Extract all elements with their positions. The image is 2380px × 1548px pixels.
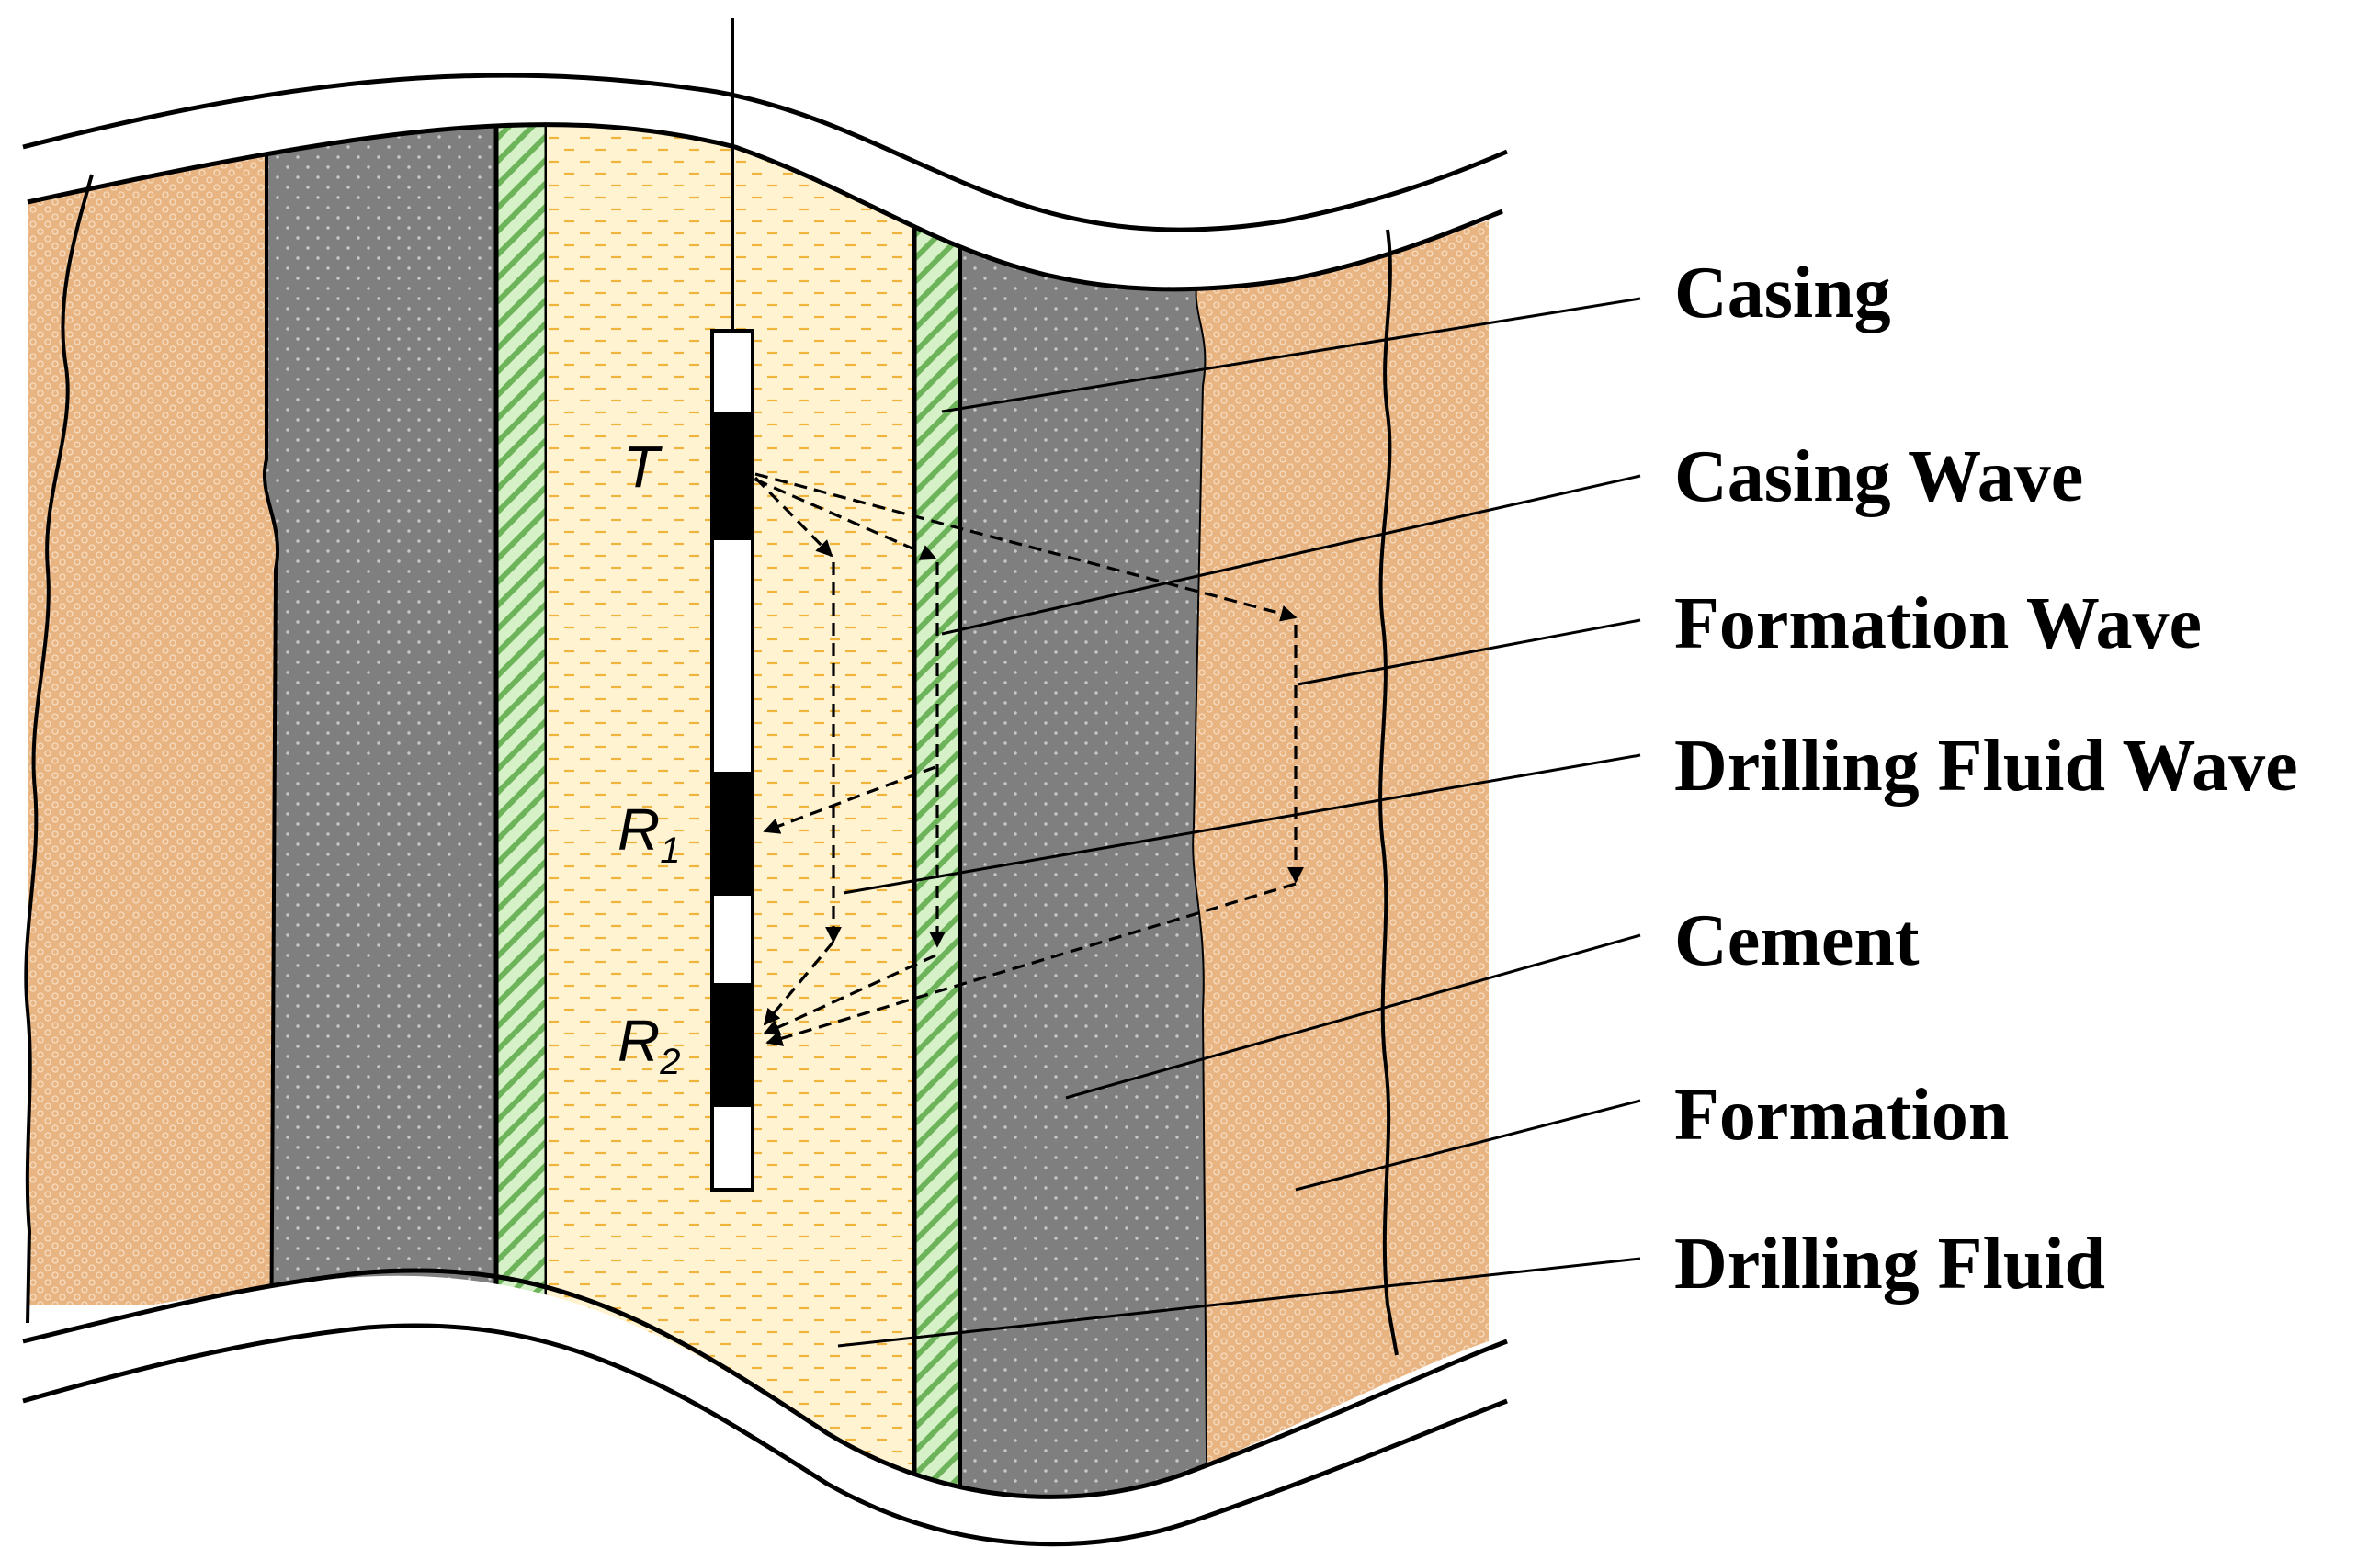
receiver1-letter: R bbox=[618, 797, 660, 863]
drilling-fluid-label: Drilling Fluid bbox=[1674, 1224, 2105, 1305]
formation-wave-return bbox=[765, 882, 1297, 1046]
casing-leader bbox=[941, 297, 1641, 413]
receiver2-letter: R bbox=[618, 1008, 660, 1074]
leader-lines bbox=[837, 297, 1641, 1348]
wave-paths bbox=[754, 472, 1304, 1046]
casing-label: Casing bbox=[1674, 253, 1891, 333]
receiver1-subscript: 1 bbox=[660, 830, 680, 871]
formation-wave-label: Formation Wave bbox=[1674, 583, 2202, 664]
transmitter-element bbox=[712, 412, 753, 540]
drilling-fluid-wave-leader bbox=[843, 753, 1641, 895]
borehole-interior bbox=[28, 124, 1489, 1497]
cement-leader bbox=[1065, 933, 1641, 1100]
drilling-fluid-wave-path bbox=[754, 476, 833, 558]
bottom-boundary bbox=[22, 1268, 1508, 1547]
receiver2-subscript: 2 bbox=[659, 1042, 680, 1082]
formation-wave-leader bbox=[1297, 618, 1641, 686]
receiver2-element bbox=[712, 983, 753, 1107]
drilling-fluid-wave-return bbox=[763, 940, 835, 1026]
formation-wave-path bbox=[754, 472, 1298, 622]
drilling-fluid-wave-label: Drilling Fluid Wave bbox=[1674, 726, 2298, 807]
transmitter-label: T bbox=[623, 434, 663, 500]
left-formation-layer bbox=[28, 124, 278, 1305]
logging-tool: T R1 R2 bbox=[618, 18, 754, 1192]
casing-wave-return-r2 bbox=[763, 954, 936, 1035]
left-casing-layer bbox=[493, 124, 550, 1473]
receiver2-label: R2 bbox=[618, 1008, 680, 1082]
left-cement-layer bbox=[262, 124, 498, 1380]
right-cement-layer bbox=[958, 124, 1211, 1497]
formation-label: Formation bbox=[1674, 1075, 2009, 1156]
right-formation-layer bbox=[1194, 124, 1489, 1497]
casing-wave-leader bbox=[941, 474, 1641, 636]
top-boundary bbox=[22, 73, 1508, 292]
cement-label: Cement bbox=[1674, 900, 1920, 981]
formation-leader bbox=[1295, 1099, 1641, 1192]
casing-wave-return-r1 bbox=[763, 765, 936, 834]
receiver1-label: R1 bbox=[618, 797, 680, 871]
left-formation-edge bbox=[24, 174, 94, 1324]
receiver1-element bbox=[712, 772, 753, 896]
drilling-fluid-leader bbox=[837, 1257, 1641, 1348]
right-formation-edge bbox=[1378, 229, 1399, 1356]
casing-wave-path bbox=[754, 478, 937, 560]
callout-labels: Casing Casing Wave Formation Wave Drilli… bbox=[1674, 253, 2298, 1305]
casing-wave-label: Casing Wave bbox=[1674, 436, 2083, 517]
